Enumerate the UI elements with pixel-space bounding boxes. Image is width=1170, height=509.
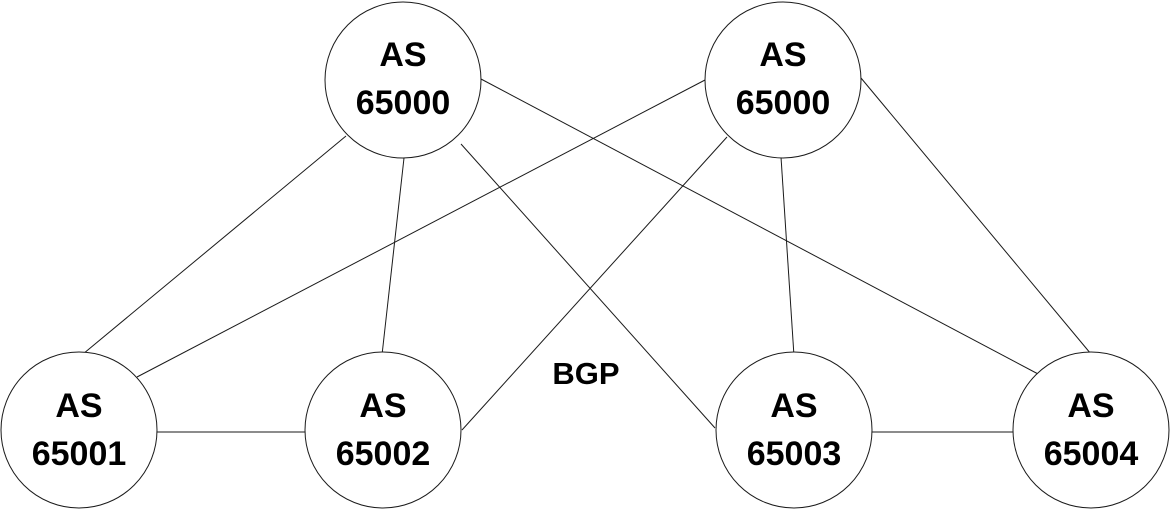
node-circle — [1012, 351, 1170, 509]
link-top-right-as65002 — [461, 136, 728, 431]
node-as65003: AS 65003 — [715, 351, 873, 509]
node-as65001: AS 65001 — [0, 351, 158, 509]
node-circle — [715, 351, 873, 509]
link-top-left-as65002 — [381, 157, 405, 356]
node-label-line1: AS — [1067, 387, 1114, 425]
node-label-line2: 65003 — [747, 435, 842, 473]
link-top-left-as65003 — [460, 143, 716, 429]
node-circle — [304, 351, 462, 509]
node-label-line2: 65000 — [356, 84, 451, 122]
link-top-left-as65004 — [480, 78, 1041, 376]
node-label-line1: AS — [759, 36, 806, 74]
link-top-right-as65001 — [136, 79, 706, 378]
node-as65000-top-right: AS 65000 — [704, 1, 862, 159]
node-label-line1: AS — [379, 36, 426, 74]
node-circle — [704, 1, 862, 159]
node-as65002: AS 65002 — [304, 351, 462, 509]
link-top-right-as65003 — [780, 156, 795, 357]
link-top-left-as65001 — [82, 135, 347, 355]
node-label-line2: 65001 — [32, 435, 127, 473]
center-label-bgp: BGP — [552, 356, 619, 391]
node-circle — [324, 1, 482, 159]
node-label-line1: AS — [770, 387, 817, 425]
links-layer — [82, 77, 1092, 433]
node-label-line2: 65000 — [736, 84, 831, 122]
link-top-right-as65004 — [860, 77, 1092, 355]
node-circle — [0, 351, 158, 509]
node-as65004: AS 65004 — [1012, 351, 1170, 509]
node-label-line2: 65002 — [336, 435, 431, 473]
node-label-line1: AS — [55, 387, 102, 425]
node-label-line2: 65004 — [1044, 435, 1139, 473]
node-label-line1: AS — [359, 387, 406, 425]
node-as65000-top-left: AS 65000 — [324, 1, 482, 159]
